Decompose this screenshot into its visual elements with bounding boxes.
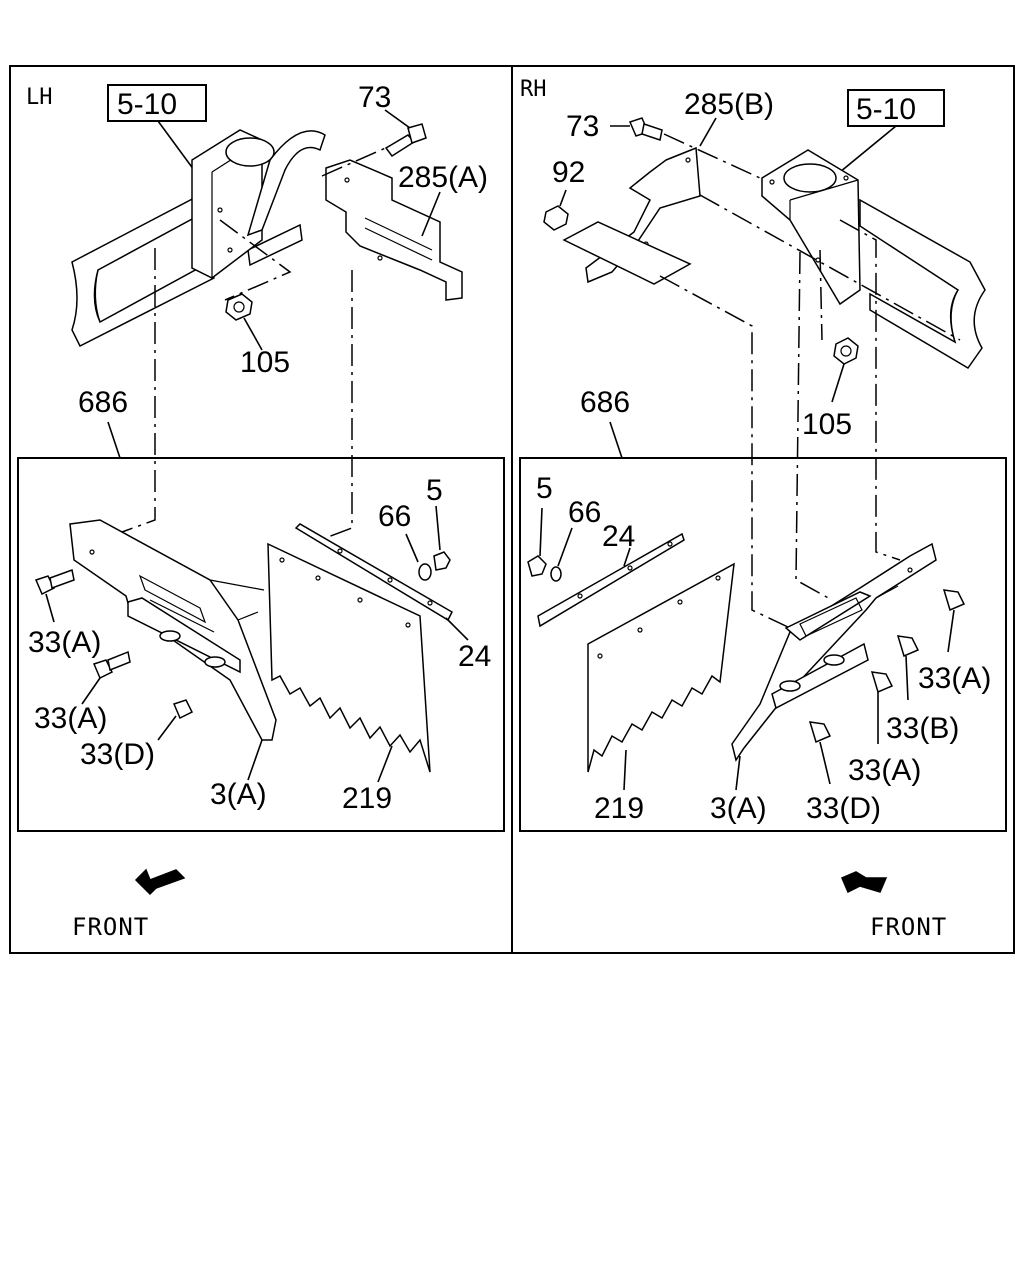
- bolt-33a-upper-left[interactable]: [34, 568, 75, 596]
- label-24-right: 24: [602, 520, 635, 553]
- front-label-left: FRONT: [72, 913, 149, 941]
- label-5-right: 5: [536, 472, 553, 505]
- washer-66-right[interactable]: [550, 566, 562, 582]
- mudguard-bracket-3a-left[interactable]: [69, 519, 277, 741]
- bracket-post-left: [191, 129, 326, 279]
- bolt-33b-right[interactable]: [896, 635, 920, 658]
- washer-66-left[interactable]: [418, 563, 432, 581]
- bracket-285a-left[interactable]: [325, 159, 463, 301]
- bolt-73-right[interactable]: [628, 117, 663, 141]
- label-33a-upper-right: 33(A): [918, 662, 991, 695]
- bolt-33d-left[interactable]: [172, 699, 194, 720]
- label-73-left: 73: [358, 81, 391, 114]
- nut-105-right[interactable]: [833, 337, 859, 365]
- assembly-box-686-left[interactable]: [17, 457, 505, 832]
- label-285b-right: 285(B): [684, 88, 774, 121]
- plate-24-left[interactable]: [294, 523, 453, 622]
- label-285a-left: 285(A): [398, 161, 488, 194]
- assembly-box-686-right[interactable]: [519, 457, 1007, 832]
- nut-5-left[interactable]: [433, 551, 451, 571]
- label-686-left: 686: [78, 386, 128, 419]
- side-label-rh: RH: [520, 77, 547, 102]
- label-219-left: 219: [342, 782, 392, 815]
- frame-rail-right: [859, 198, 986, 369]
- mudflap-219-right[interactable]: [587, 562, 735, 773]
- nut-5-right[interactable]: [527, 555, 547, 577]
- ref-box-left[interactable]: [107, 84, 207, 122]
- bolt-33a-lower-right[interactable]: [870, 671, 894, 694]
- bolt-33a-lower-left[interactable]: [92, 650, 131, 680]
- right-panel: RH 5-10 73 2: [519, 77, 1007, 941]
- label-66-right: 66: [568, 496, 601, 529]
- label-73-right: 73: [566, 110, 599, 143]
- label-33b-right: 33(B): [886, 712, 959, 745]
- front-label-right: FRONT: [870, 913, 947, 941]
- label-3a-right: 3(A): [710, 792, 767, 825]
- label-3a-left: 3(A): [210, 778, 267, 811]
- label-219-right: 219: [594, 792, 644, 825]
- label-33d-left: 33(D): [80, 738, 155, 771]
- nut-92-right[interactable]: [543, 205, 569, 231]
- label-33d-right: 33(D): [806, 792, 881, 825]
- label-33a-lower-right: 33(A): [848, 754, 921, 787]
- mudguard-bracket-3a-right[interactable]: [731, 542, 937, 762]
- mudflap-219-left[interactable]: [267, 542, 431, 773]
- label-686-right: 686: [580, 386, 630, 419]
- label-5-left: 5: [426, 474, 443, 507]
- label-105-right: 105: [802, 408, 852, 441]
- front-arrow-right-icon: [841, 871, 888, 894]
- ref-box-right-label: 5-10: [856, 93, 916, 126]
- bolt-33a-upper-right[interactable]: [942, 589, 966, 612]
- bolt-73-left[interactable]: [384, 123, 427, 158]
- plate-24-right[interactable]: [537, 532, 685, 628]
- label-92-right: 92: [552, 156, 585, 189]
- label-66-left: 66: [378, 500, 411, 533]
- label-24-left: 24: [458, 640, 491, 673]
- front-arrow-left-icon: [134, 868, 186, 896]
- label-33a-upper-left: 33(A): [28, 626, 101, 659]
- label-105-left: 105: [240, 346, 290, 379]
- label-33a-lower-left: 33(A): [34, 702, 107, 735]
- bolt-33d-right[interactable]: [808, 721, 832, 744]
- ref-box-left-label: 5-10: [117, 88, 177, 121]
- side-label-lh: LH: [26, 85, 53, 110]
- nut-105-left[interactable]: [225, 293, 253, 321]
- left-panel: LH 5-10 73: [17, 81, 505, 941]
- bracket-post-right: [761, 149, 861, 306]
